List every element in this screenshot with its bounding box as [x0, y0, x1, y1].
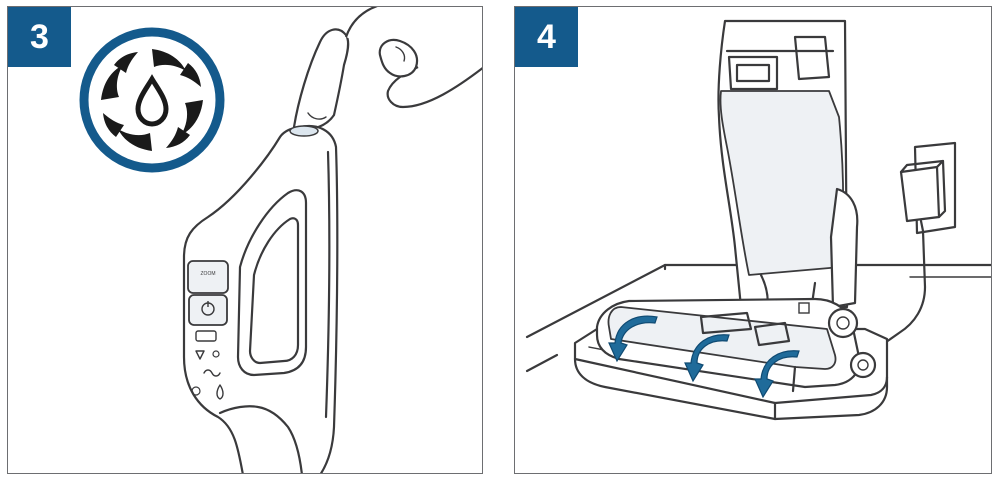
power-button — [188, 294, 228, 326]
clean-cycle-icon — [79, 27, 225, 173]
rotation-arrows — [608, 315, 800, 399]
wall-outlet-plug — [877, 141, 957, 349]
step-4-panel: 4 — [514, 6, 992, 474]
arrow-right-icon — [754, 350, 800, 399]
step-number-badge: 3 — [8, 7, 71, 67]
mode-button — [187, 260, 229, 294]
step-3-panel: 3 — [7, 6, 483, 474]
arrow-middle-icon — [684, 334, 730, 383]
arrow-left-icon — [608, 315, 658, 363]
svg-text:ZOOM: ZOOM — [201, 271, 216, 277]
handle-unit: ZOOM — [182, 124, 339, 473]
cleaner-body — [717, 19, 859, 313]
step-3-illustration: ZOOM — [79, 7, 482, 473]
finger-press-hand — [292, 7, 482, 131]
step-number-badge: 4 — [515, 7, 578, 67]
step-4-illustration — [525, 19, 991, 421]
